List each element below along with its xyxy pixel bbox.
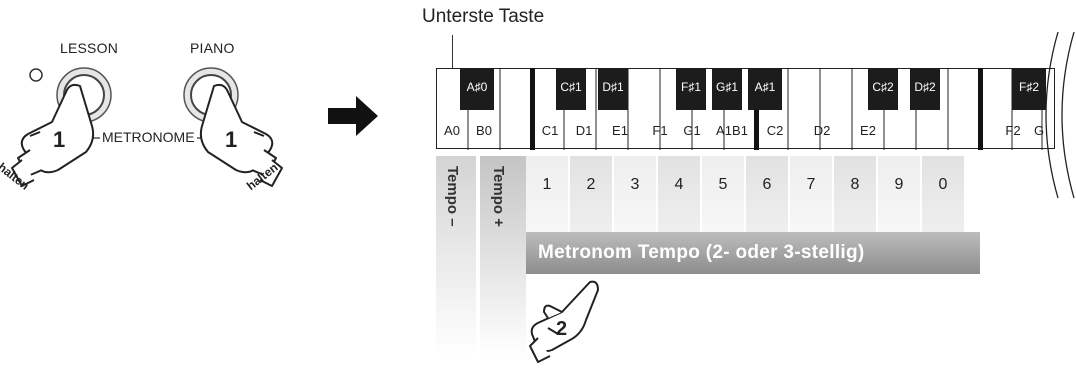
digit-column-bg	[834, 156, 876, 240]
lowest-key-label: Unterste Taste	[422, 6, 545, 27]
right-hand-icon	[199, 83, 283, 187]
button-press-illustration: LESSON PIANO METRONOME 1 1 halten halten	[0, 0, 300, 200]
digit-label: 5	[718, 176, 728, 193]
metronome-label: METRONOME	[100, 129, 197, 145]
white-key-label: E1	[612, 123, 628, 138]
piano-keyboard: A♯0 C♯1 D♯1 F♯1 G♯1 A♯1 C♯2 D♯2 F♯2 A0 B…	[436, 68, 1056, 150]
white-key-label: F1	[652, 123, 668, 138]
black-key-label: F♯1	[680, 80, 701, 94]
digit-column-bg	[614, 156, 656, 240]
tempo-plus-label: Tempo +	[490, 166, 507, 227]
lesson-button-label: LESSON	[60, 40, 118, 56]
digit-column-bg	[922, 156, 964, 240]
metronome-tempo-banner	[526, 232, 980, 274]
black-key-label: D♯2	[914, 80, 936, 94]
white-key-label: D1	[575, 123, 593, 138]
white-key-label: G1	[683, 123, 701, 138]
white-key-label: F2	[1005, 123, 1021, 138]
black-key-label: A♯1	[754, 80, 776, 94]
digit-label: 2	[586, 176, 596, 193]
keyboard-cutoff-curve	[1045, 31, 1075, 199]
black-key	[676, 68, 706, 110]
black-key	[598, 68, 628, 110]
digit-column-bg	[702, 156, 744, 240]
black-key-label: A♯0	[466, 80, 488, 94]
digit-column-bg	[658, 156, 700, 240]
digit-label: 9	[894, 176, 904, 193]
black-key	[748, 68, 782, 110]
digit-label: 6	[762, 176, 772, 193]
white-key-label: C1	[541, 123, 559, 138]
black-key	[868, 68, 898, 110]
led-indicator-icon	[29, 68, 43, 82]
digit-label: 0	[938, 176, 948, 193]
tempo-plus-column	[480, 156, 526, 356]
black-key	[712, 68, 742, 110]
black-key-label: F♯2	[1018, 80, 1039, 94]
digit-label: 4	[674, 176, 684, 193]
digit-label: 3	[630, 176, 640, 193]
white-key-label: C2	[766, 123, 784, 138]
white-key-label: A1	[716, 123, 732, 138]
black-key	[910, 68, 940, 110]
tempo-minus-column	[436, 156, 476, 356]
lowest-key-pointer-line	[452, 35, 453, 90]
digit-column-bg	[790, 156, 832, 240]
digit-column-bg	[526, 156, 568, 240]
step1-number-right: 1	[225, 127, 238, 152]
left-hand-icon	[11, 83, 95, 187]
white-key-label: G	[1033, 123, 1045, 138]
digit-label: 8	[850, 176, 860, 193]
black-key	[460, 68, 494, 110]
black-key	[1012, 68, 1046, 110]
digit-column-bg	[570, 156, 612, 240]
octave-divider	[530, 68, 535, 150]
button-diagram-graphic	[11, 67, 283, 187]
octave-divider	[978, 68, 983, 150]
digit-columns-area	[526, 156, 980, 240]
digit-column-bg	[878, 156, 920, 240]
digit-column-bg	[746, 156, 788, 240]
metronome-tempo-banner-text: Metronom Tempo (2- oder 3-stellig)	[538, 242, 865, 263]
tempo-minus-label: Tempo –	[444, 166, 461, 227]
piano-button-label: PIANO	[190, 40, 235, 56]
black-key-label: C♯1	[560, 80, 582, 94]
white-key-label: B1	[732, 123, 748, 138]
white-key-label: B0	[476, 123, 492, 138]
black-key-label: D♯1	[602, 80, 624, 94]
black-key	[556, 68, 586, 110]
step1-number-left: 1	[53, 127, 66, 152]
digit-label: 7	[806, 176, 816, 193]
white-key-label: E2	[860, 123, 876, 138]
arrow-right-icon	[328, 96, 378, 136]
digit-label: 1	[542, 176, 552, 193]
white-keys-graphic	[436, 68, 1055, 150]
white-key-label: A0	[444, 123, 460, 138]
pressing-hand-icon	[529, 280, 599, 363]
white-key-label: D2	[813, 123, 831, 138]
step2-number: 2	[556, 318, 568, 340]
black-key-label: C♯2	[872, 80, 894, 94]
black-key-label: G♯1	[715, 80, 738, 94]
